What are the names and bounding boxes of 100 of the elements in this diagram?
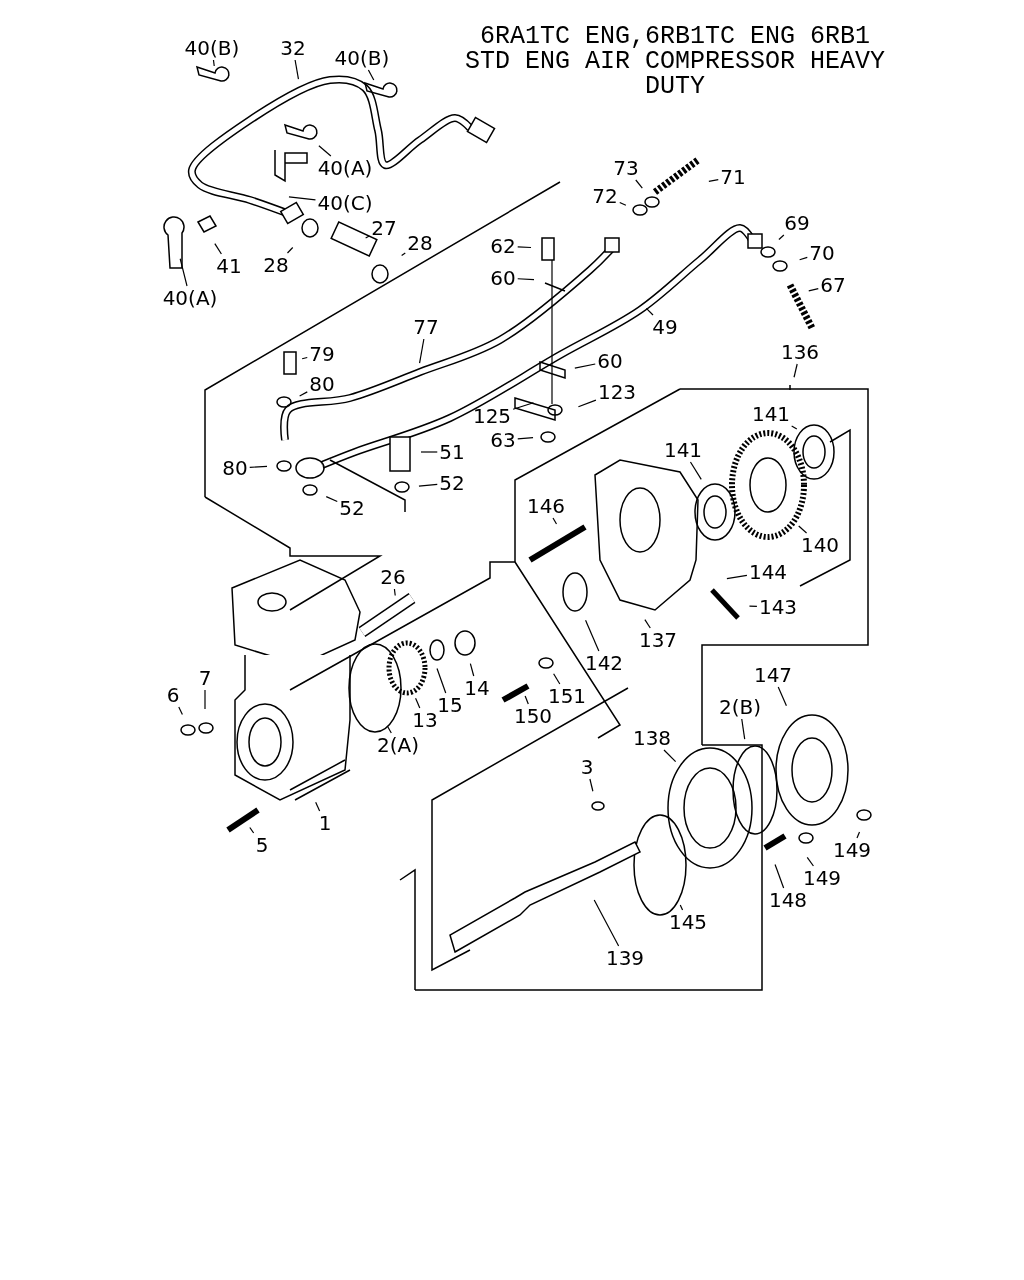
leader-line xyxy=(663,749,677,763)
callout-number: 5 xyxy=(254,834,270,856)
callout-number: 79 xyxy=(308,343,336,365)
leader-line xyxy=(552,517,558,525)
callout-number: 60 xyxy=(596,350,624,372)
callout-number: 144 xyxy=(747,561,789,583)
callout-number: 62 xyxy=(489,235,517,257)
leader-line xyxy=(178,706,183,716)
leader-line xyxy=(741,718,746,740)
leader-line xyxy=(517,437,534,440)
callout-number: 69 xyxy=(783,212,811,234)
leader-line xyxy=(414,697,421,709)
callout-number: 41 xyxy=(215,255,243,277)
callout-number: 80 xyxy=(221,457,249,479)
leader-line xyxy=(387,725,392,734)
callout-number: 52 xyxy=(338,497,366,519)
callout-number: 143 xyxy=(757,596,799,618)
callout-number: 52 xyxy=(438,472,466,494)
callout-number: 148 xyxy=(767,889,809,911)
leader-line xyxy=(856,831,861,839)
leader-line xyxy=(393,588,396,597)
callout-number: 3 xyxy=(579,756,595,778)
leader-line xyxy=(294,59,300,80)
leader-line xyxy=(436,667,447,694)
leader-line xyxy=(367,69,375,81)
leader-line xyxy=(318,145,332,157)
callout-number: 72 xyxy=(591,185,619,207)
leader-line xyxy=(249,465,268,468)
callout-number: 13 xyxy=(411,709,439,731)
callout-number: 145 xyxy=(667,911,709,933)
leader-line xyxy=(619,201,627,206)
leader-line xyxy=(512,402,535,410)
callout-number: 149 xyxy=(831,839,873,861)
callout-number: 40(A) xyxy=(316,157,374,179)
callout-number: 73 xyxy=(612,157,640,179)
leader-line xyxy=(401,252,406,257)
callout-number: 6 xyxy=(165,684,181,706)
leader-line xyxy=(635,179,643,189)
leader-line xyxy=(593,899,620,947)
callout-number: 7 xyxy=(197,667,213,689)
leader-line xyxy=(791,425,798,430)
callout-number: 139 xyxy=(604,947,646,969)
leader-line xyxy=(286,246,294,254)
callout-number: 141 xyxy=(662,439,704,461)
callout-number: 2(A) xyxy=(376,734,420,756)
callout-number: 28 xyxy=(262,254,290,276)
leader-line xyxy=(418,483,438,487)
callout-number: 14 xyxy=(463,677,491,699)
leader-line xyxy=(726,574,748,580)
callout-number: 63 xyxy=(489,429,517,451)
leader-line xyxy=(584,619,600,652)
leader-line xyxy=(288,196,317,201)
callout-number: 147 xyxy=(752,664,794,686)
leader-line xyxy=(799,256,808,261)
callout-number: 1 xyxy=(317,812,333,834)
callout-number: 136 xyxy=(779,341,821,363)
diagram-title: 6RA1TC ENG,6RB1TC ENG 6RB1 STD ENG AIR COMPRESSOR HEAVY DUTY xyxy=(463,24,887,99)
leader-line xyxy=(418,338,425,364)
leader-line xyxy=(774,863,785,889)
leader-line xyxy=(301,356,308,360)
callout-number: 32 xyxy=(279,37,307,59)
leader-line xyxy=(553,673,561,685)
callout-number: 80 xyxy=(308,373,336,395)
callout-number: 40(B) xyxy=(183,37,241,59)
callout-number: 40(B) xyxy=(333,47,391,69)
leader-line xyxy=(365,235,370,239)
leader-line xyxy=(325,496,338,503)
leader-line xyxy=(748,605,758,607)
callout-number: 71 xyxy=(719,166,747,188)
leader-line xyxy=(524,695,529,705)
leader-line xyxy=(299,391,308,397)
callout-number: 149 xyxy=(801,867,843,889)
callout-number: 2(B) xyxy=(717,696,763,718)
leader-line xyxy=(204,689,206,710)
leader-line xyxy=(517,278,535,281)
callout-number: 146 xyxy=(525,495,567,517)
leader-line xyxy=(708,179,719,182)
leader-line xyxy=(679,904,684,911)
leader-line xyxy=(315,801,321,812)
callout-number: 28 xyxy=(406,232,434,254)
leader-line xyxy=(808,287,819,292)
leader-line xyxy=(179,258,188,287)
leader-line xyxy=(420,451,438,453)
leader-line xyxy=(577,399,597,408)
callout-number: 51 xyxy=(438,441,466,463)
leader-line xyxy=(689,461,702,480)
leader-line xyxy=(778,234,785,241)
leader-line xyxy=(645,307,654,316)
leader-line xyxy=(574,363,596,369)
leader-line xyxy=(806,856,815,867)
leader-line xyxy=(777,686,787,707)
leader-line xyxy=(517,246,532,249)
leader-line xyxy=(212,59,215,67)
leader-line xyxy=(214,243,222,255)
callout-number: 15 xyxy=(436,694,464,716)
callout-number: 67 xyxy=(819,274,847,296)
callout-number: 150 xyxy=(512,705,554,727)
callout-number: 70 xyxy=(808,242,836,264)
callout-number: 60 xyxy=(489,267,517,289)
callout-number: 123 xyxy=(596,381,638,403)
